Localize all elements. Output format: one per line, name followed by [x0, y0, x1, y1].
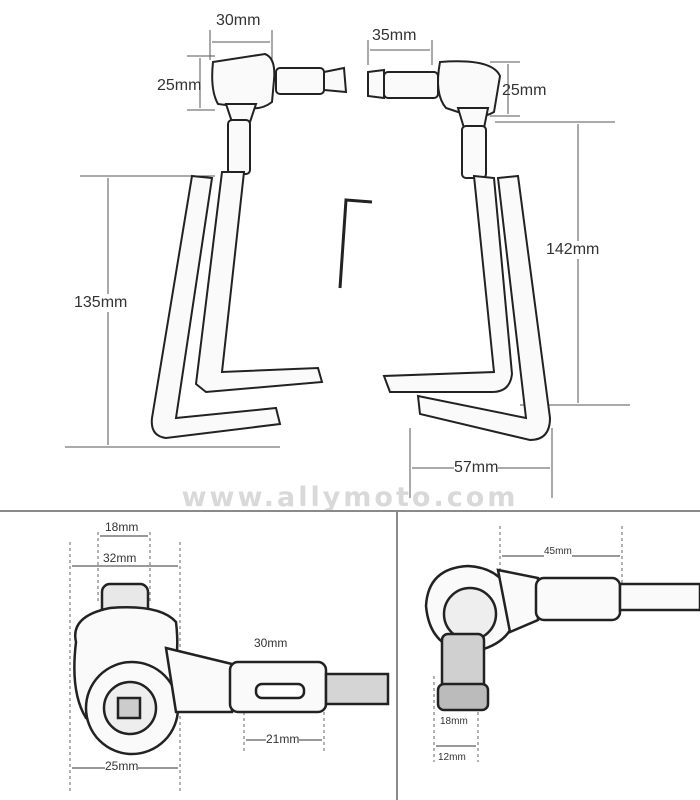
clamp-closeup: [424, 564, 700, 712]
right-height-dimension: 25mm: [502, 82, 547, 99]
right-lever-guard: [367, 60, 552, 442]
left-total-dimension: 135mm: [74, 294, 128, 312]
watermark: www.allymoto.com: [181, 482, 519, 513]
right-dimension-lines: [367, 40, 630, 498]
bar-end-closeup-drawing: [69, 532, 390, 792]
bottom-right-diagram-panel: 45mm 18mm 12mm: [398, 512, 700, 800]
top-drawing: [65, 30, 630, 498]
left-height-dimension: 25mm: [157, 77, 202, 94]
top-dimension-18mm: 18mm: [105, 520, 139, 534]
arm-dimension: 45mm: [544, 546, 572, 557]
hex-key: [338, 198, 373, 289]
bottom-left-diagram-panel: 18mm 32mm 30mm 21mm 25mm: [0, 512, 396, 800]
bottom-dimension-12mm: 12mm: [438, 752, 466, 763]
left-width-dimension: 30mm: [216, 12, 261, 29]
top-diagram-panel: 30mm 25mm 35mm 25mm 135mm 142mm 57mm www…: [65, 12, 630, 513]
right-width-dimension: 35mm: [372, 27, 417, 44]
thread-dimension: 18mm: [440, 716, 468, 727]
bottom-dimension-25mm: 25mm: [105, 759, 139, 773]
bar-end-closeup: [73, 582, 390, 756]
horizontal-divider: [0, 510, 700, 512]
clamp-closeup-drawing: [424, 526, 700, 762]
top-dimension-32mm: 32mm: [103, 551, 137, 565]
bottom-width-dimension: 57mm: [454, 459, 499, 477]
shaft-dimension: 30mm: [254, 636, 288, 650]
collar-dimension: 21mm: [266, 732, 300, 746]
right-total-dimension: 142mm: [546, 241, 600, 259]
vertical-divider: [396, 510, 398, 800]
left-lever-guard: [150, 52, 348, 440]
